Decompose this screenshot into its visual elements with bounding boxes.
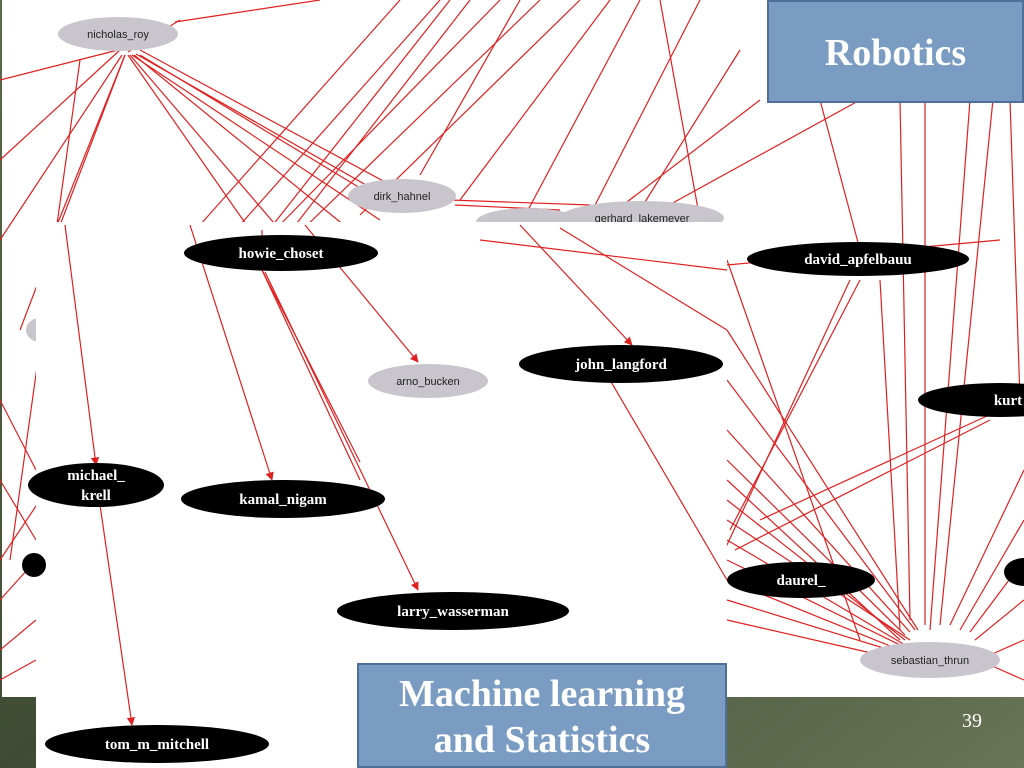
- node-label: howie_choset: [239, 246, 324, 262]
- node-partial-right-black: [1004, 558, 1024, 586]
- node-sebastian-thrun: sebastian_thrun: [860, 642, 1000, 678]
- node-label: arno_bucken: [396, 376, 460, 388]
- node-label: kurt: [994, 393, 1022, 409]
- ml-label-line1: Machine learning: [398, 673, 686, 715]
- node-dirk-hahnel: dirk_hahnel: [348, 179, 456, 213]
- ml-edges: [64, 224, 728, 726]
- node-label: david_apfelbauu: [804, 252, 912, 268]
- node-john-langford: john_langford: [519, 345, 723, 383]
- node-label: kamal_nigam: [239, 492, 327, 508]
- node-label: daurel_: [777, 573, 826, 589]
- node-label-line2: krell: [81, 488, 111, 504]
- node-david-apfelbauu: david_apfelbauu: [747, 242, 969, 276]
- node-howie-choset: howie_choset: [184, 235, 378, 271]
- node-label: larry_wasserman: [397, 604, 509, 620]
- node-michael-krell: michael_ krell: [28, 463, 164, 507]
- node-kamal-nigam: kamal_nigam: [181, 480, 385, 518]
- node-label: nicholas_roy: [87, 29, 149, 41]
- node-partial-left-black: [22, 553, 46, 577]
- node-arno-bucken: arno_bucken: [368, 364, 488, 398]
- node-label: dirk_hahnel: [374, 191, 431, 203]
- robotics-label-box: Robotics: [767, 0, 1024, 103]
- node-label: sebastian_thrun: [891, 655, 969, 667]
- node-label: john_langford: [574, 357, 667, 373]
- node-label: tom_m_mitchell: [105, 737, 209, 753]
- ml-label-line2: and Statistics: [433, 719, 651, 761]
- page-number: 39: [962, 710, 982, 732]
- node-kurt: kurt: [918, 383, 1024, 417]
- node-nicholas-roy: nicholas_roy: [58, 17, 178, 51]
- ml-label-box: Machine learning and Statistics: [357, 663, 727, 768]
- ml-nodes: howie_choset david_apfelbauu john_langfo…: [22, 235, 1024, 763]
- node-larry-wasserman: larry_wasserman: [337, 592, 569, 630]
- node-daurel: daurel_: [727, 562, 875, 598]
- robotics-label: Robotics: [824, 32, 967, 74]
- node-tom-m-mitchell: tom_m_mitchell: [45, 725, 269, 763]
- node-label-line1: michael_: [67, 468, 125, 484]
